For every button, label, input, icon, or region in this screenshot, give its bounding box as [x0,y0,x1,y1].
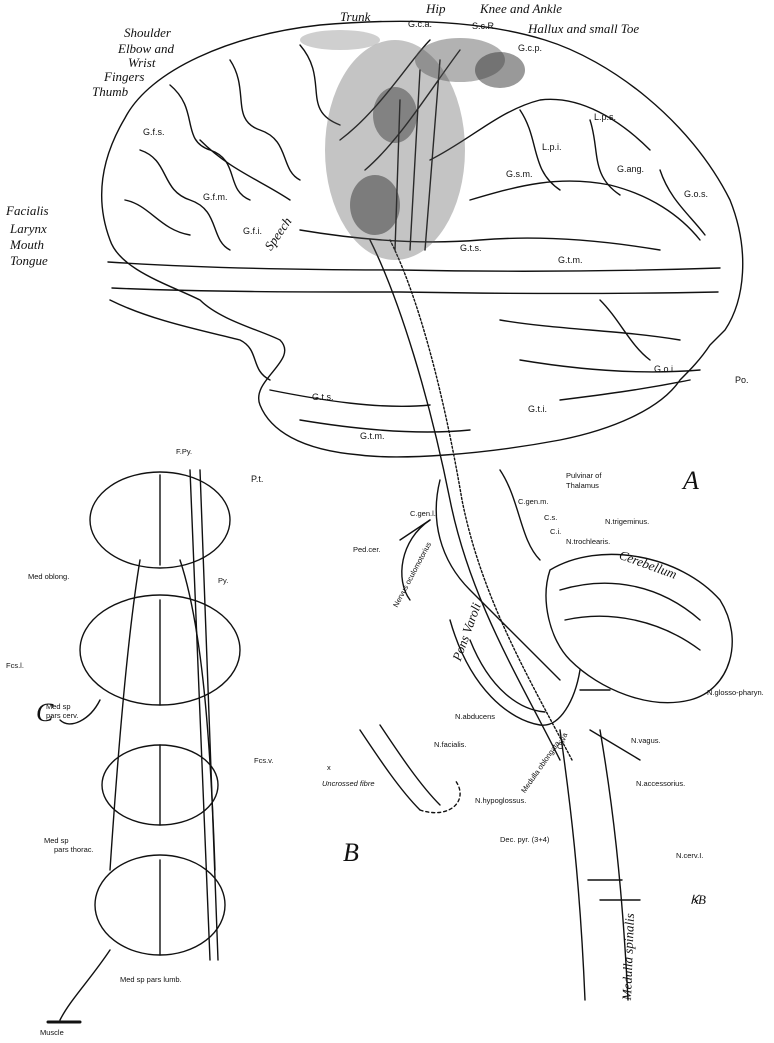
cerebellum [546,554,732,702]
label-med-sp-thorac-2: pars thorac. [54,846,94,854]
label-hallux: Hallux and small Toe [528,22,639,35]
label-med-oblong: Med oblong. [28,573,69,581]
label-fingers: Fingers [104,70,144,83]
label-goi: G.o.i. [654,365,676,374]
label-trunk: Trunk [340,10,370,23]
label-n-trigeminus: N.trigeminus. [605,518,649,526]
label-pulvinar-2: Thalamus [566,482,599,490]
label-n-cerv: N.cerv.I. [676,852,703,860]
label-elbow-wrist-1: Elbow and [118,42,174,55]
label-shoulder: Shoulder [124,26,171,39]
label-med-sp-cerv-1: Med sp [46,703,71,711]
label-gfs: G.f.s. [143,128,165,137]
label-elbow-wrist-2: Wrist [128,56,155,69]
label-gang: G.ang. [617,165,644,174]
label-knee-ankle: Knee and Ankle [480,2,562,15]
label-gos: G.o.s. [684,190,708,199]
artist-monogram: ꝂB [690,893,706,906]
label-med-sp-thorac-1: Med sp [44,837,69,845]
label-gca: G.c.a. [408,20,432,29]
label-gfm: G.f.m. [203,193,228,202]
label-po: Po. [735,376,749,385]
label-ci: C.i. [550,528,561,536]
label-cs: C.s. [544,514,557,522]
label-tongue: Tongue [10,254,48,267]
label-medulla-spinalis: Medulla spinalis [620,913,636,1000]
label-mouth: Mouth [10,238,44,251]
label-fcsv: Fcs.v. [254,757,273,765]
label-gtm: G.t.m. [558,256,583,265]
label-uncrossed: Uncrossed fibre [322,780,375,788]
label-cgenl: C.gen.l. [410,510,436,518]
label-facialis: Facialis [6,204,49,217]
label-gsm: G.s.m. [506,170,533,179]
brain-cut-upper [108,262,720,271]
label-n-glosso: N.glosso-pharyn. [707,689,764,697]
label-py: Py. [218,577,228,585]
label-n-accessorius: N.accessorius. [636,780,685,788]
label-n-trochlearis: N.trochlearis. [566,538,610,546]
label-muscle: Muscle [40,1029,64,1037]
medulla-spinalis [560,730,585,1000]
label-med-sp-lumb: Med sp pars lumb. [120,976,182,984]
label-n-abducens: N.abducens [455,713,495,721]
label-gtm-lower: G.t.m. [360,432,385,441]
label-gts: G.t.s. [460,244,482,253]
label-x-mark: x [327,764,331,772]
label-gti: G.t.i. [528,405,547,414]
label-dec-pyr: Dec. pyr. (3+4) [500,836,549,844]
label-fcsl: Fcs.l. [6,662,24,670]
label-thumb: Thumb [92,85,128,98]
label-n-facialis: N.facialis. [434,741,467,749]
label-gts-lower: G.t.s. [312,393,334,402]
label-fpy: F.Py. [176,448,192,456]
label-larynx: Larynx [10,222,47,235]
brain-cut-lower [112,288,718,294]
label-pedcer: Ped.cer. [353,546,381,554]
label-lpi: L.p.i. [542,143,562,152]
label-n-hypoglossus: N.hypoglossus. [475,797,526,805]
figure-letter-a: A [683,468,699,494]
label-pulvinar-1: Pulvinar of [566,472,601,480]
label-pt: P.t. [251,475,263,484]
label-gfi: G.f.i. [243,227,262,236]
figure-letter-b: B [343,840,359,866]
label-gcp: G.c.p. [518,44,542,53]
label-hip: Hip [426,2,446,15]
label-scr: S.c.R [472,22,494,31]
label-med-sp-cerv-2: pars cerv. [46,712,78,720]
label-lps: L.p.s. [594,113,616,122]
label-cgenm: C.gen.m. [518,498,548,506]
label-n-vagus: N.vagus. [631,737,661,745]
